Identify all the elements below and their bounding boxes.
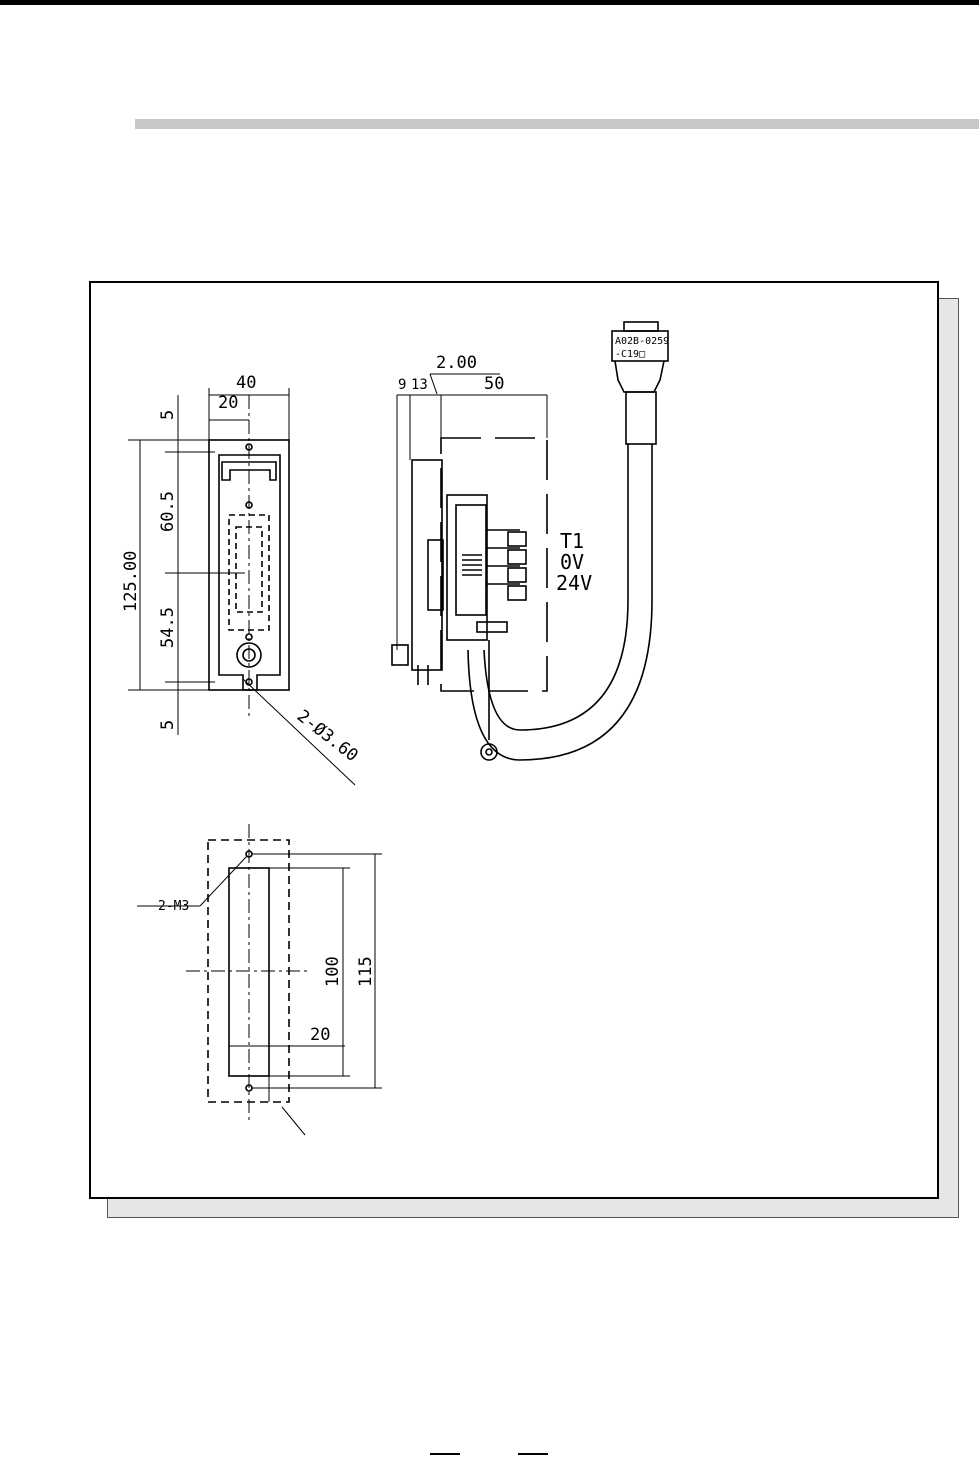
dim-side-b: 13 [411,377,428,393]
side-pcb [447,495,487,640]
screw-callout: 2-M3 [158,899,189,914]
terminal-label-24v: 24V [556,571,592,595]
dim-cutout-width: 20 [310,1025,330,1045]
side-body-outline [441,438,547,691]
dim-side-plate: 2.00 [436,353,477,373]
dim-front-bottom-margin: 5 [158,720,178,730]
ground-terminal [481,744,497,760]
dim-hole-pitch: 115 [356,956,376,987]
dim-side-a: 9 [398,377,406,393]
dim-side-depth: 50 [484,374,504,394]
dim-front-upper: 60.5 [158,491,178,532]
footer-mark-right [518,1453,548,1455]
side-view [392,374,547,760]
dim-front-top-margin: 5 [158,410,178,420]
side-front-plate [412,460,442,670]
footer-mark-left [430,1453,460,1455]
dim-front-height-total: 125.00 [121,551,141,612]
dim-front-width-half: 20 [218,393,238,413]
panel-cutout [137,824,382,1135]
side-knob [392,645,408,665]
connector-label-line1: A02B-0259 [615,336,669,347]
dim-cutout-height: 100 [323,956,343,987]
connector-label-line2: -C19□ [615,349,645,360]
dim-front-lower: 54.5 [158,607,178,648]
dim-front-width-total: 40 [236,373,256,393]
